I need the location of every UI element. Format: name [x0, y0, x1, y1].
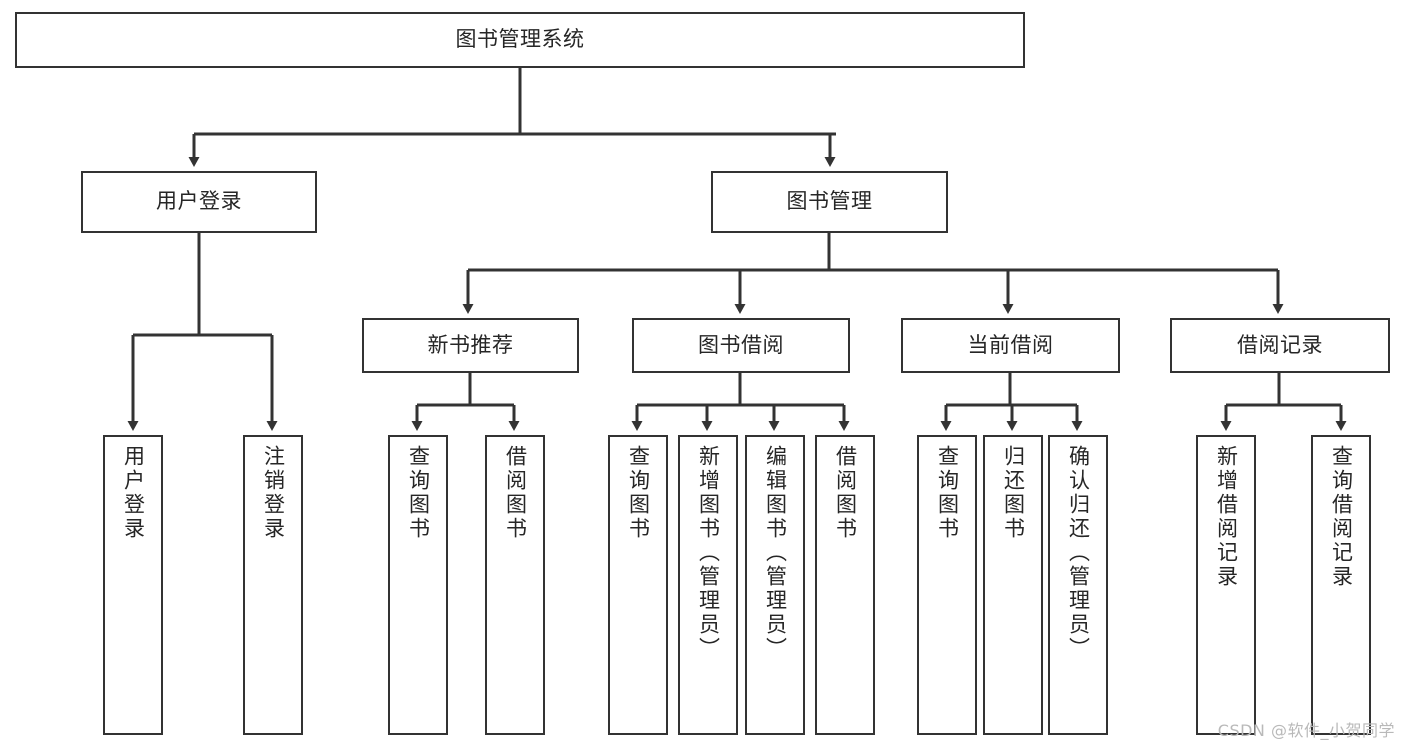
node-borrow-record[interactable]: 借阅记录	[1170, 318, 1390, 373]
node-leaf-edit-book[interactable]: 编辑图书（管理员）	[745, 435, 805, 735]
node-borrow-record-label: 借阅记录	[1237, 332, 1323, 357]
node-leaf-query-record[interactable]: 查询借阅记录	[1311, 435, 1371, 735]
node-book-borrow-label: 图书借阅	[698, 332, 784, 357]
watermark-text: CSDN @软件_小贺同学	[1217, 721, 1395, 740]
node-leaf-return-book[interactable]: 归还图书	[983, 435, 1043, 735]
node-leaf-add-book-label: 新增图书（管理员）	[696, 445, 721, 661]
node-user-login[interactable]: 用户登录	[81, 171, 317, 233]
node-new-book-rec-label: 新书推荐	[427, 332, 514, 357]
node-book-borrow[interactable]: 图书借阅	[632, 318, 850, 373]
node-leaf-confirm-return-label: 确认归还（管理员）	[1066, 445, 1091, 661]
node-leaf-query-record-label: 查询借阅记录	[1329, 445, 1354, 589]
node-book-manage-label: 图书管理	[786, 189, 873, 214]
node-root-label: 图书管理系统	[455, 27, 585, 52]
node-leaf-edit-book-label: 编辑图书（管理员）	[763, 445, 788, 661]
node-leaf-query-book-3-label: 查询图书	[935, 445, 960, 541]
node-leaf-query-book-1[interactable]: 查询图书	[388, 435, 448, 735]
node-leaf-query-book-2-label: 查询图书	[626, 445, 651, 541]
node-leaf-borrow-book-1-label: 借阅图书	[503, 445, 528, 541]
node-leaf-confirm-return[interactable]: 确认归还（管理员）	[1048, 435, 1108, 735]
node-leaf-borrow-book-1[interactable]: 借阅图书	[485, 435, 545, 735]
node-new-book-rec[interactable]: 新书推荐	[362, 318, 579, 373]
node-leaf-add-record-label: 新增借阅记录	[1214, 445, 1239, 589]
node-root[interactable]: 图书管理系统	[15, 12, 1025, 68]
node-current-borrow[interactable]: 当前借阅	[901, 318, 1120, 373]
node-leaf-query-book-3[interactable]: 查询图书	[917, 435, 977, 735]
node-leaf-logout-label: 注销登录	[261, 445, 286, 541]
node-user-login-label: 用户登录	[156, 189, 242, 214]
node-leaf-add-book[interactable]: 新增图书（管理员）	[678, 435, 738, 735]
node-leaf-user-login-label: 用户登录	[121, 445, 146, 541]
node-leaf-return-book-label: 归还图书	[1001, 445, 1026, 541]
node-book-manage[interactable]: 图书管理	[711, 171, 948, 233]
node-leaf-query-book-2[interactable]: 查询图书	[608, 435, 668, 735]
node-leaf-query-book-1-label: 查询图书	[406, 445, 431, 541]
node-current-borrow-label: 当前借阅	[967, 332, 1054, 357]
node-leaf-user-login[interactable]: 用户登录	[103, 435, 163, 735]
node-leaf-borrow-book-2-label: 借阅图书	[833, 445, 858, 541]
node-leaf-borrow-book-2[interactable]: 借阅图书	[815, 435, 875, 735]
node-leaf-add-record[interactable]: 新增借阅记录	[1196, 435, 1256, 735]
node-leaf-logout[interactable]: 注销登录	[243, 435, 303, 735]
